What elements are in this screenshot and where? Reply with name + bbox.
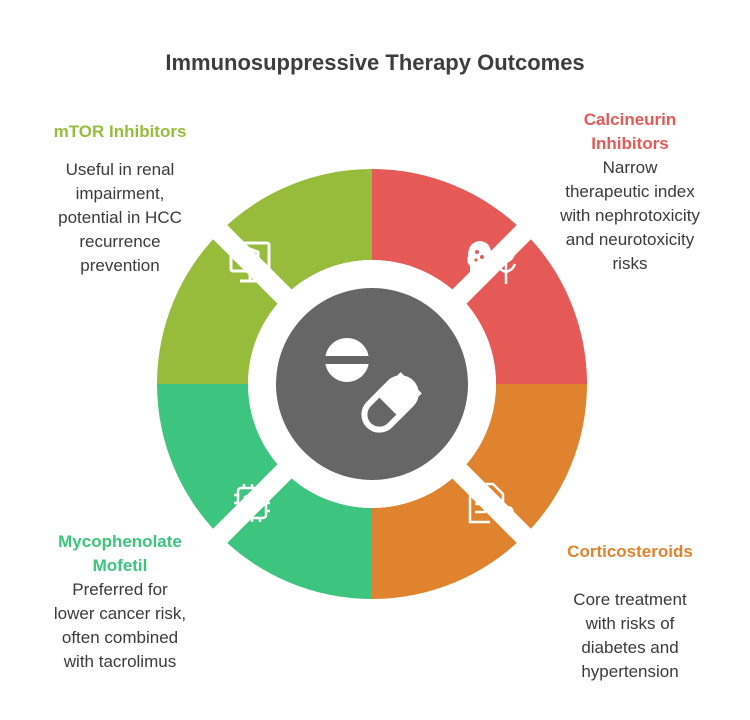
mtor-heading: mTOR Inhibitors: [53, 122, 187, 141]
pills-icon: [323, 338, 422, 433]
center-circle: [276, 288, 468, 480]
corticosteroids-description: Core treatment with risks of diabetes an…: [573, 590, 687, 681]
calcineurin-heading: Calcineurin Inhibitors: [583, 110, 677, 153]
mycophenolate-description: Preferred for lower cancer risk, often c…: [53, 580, 187, 671]
chip-shield-icon: [234, 484, 270, 522]
page-title: Immunosuppressive Therapy Outcomes: [165, 50, 585, 75]
mtor-description: Useful in renal impairment, potential in…: [58, 160, 182, 275]
calcineurin-block: Calcineurin Inhibitors Narrow therapeuti…: [530, 108, 730, 276]
mycophenolate-heading: Mycophenolate Mofetil: [58, 532, 182, 575]
mycophenolate-block: Mycophenolate Mofetil Preferred for lowe…: [20, 530, 220, 674]
calcineurin-description: Narrow therapeutic index with nephrotoxi…: [560, 158, 700, 273]
mtor-block: mTOR Inhibitors Useful in renal impairme…: [20, 120, 220, 278]
corticosteroids-heading: Corticosteroids: [567, 542, 693, 561]
medical-report-icon: [468, 482, 514, 526]
corticosteroids-block: Corticosteroids Core treatment with risk…: [530, 540, 730, 684]
monitor-shield-icon: [229, 241, 271, 283]
head-plant-icon: [467, 241, 517, 284]
